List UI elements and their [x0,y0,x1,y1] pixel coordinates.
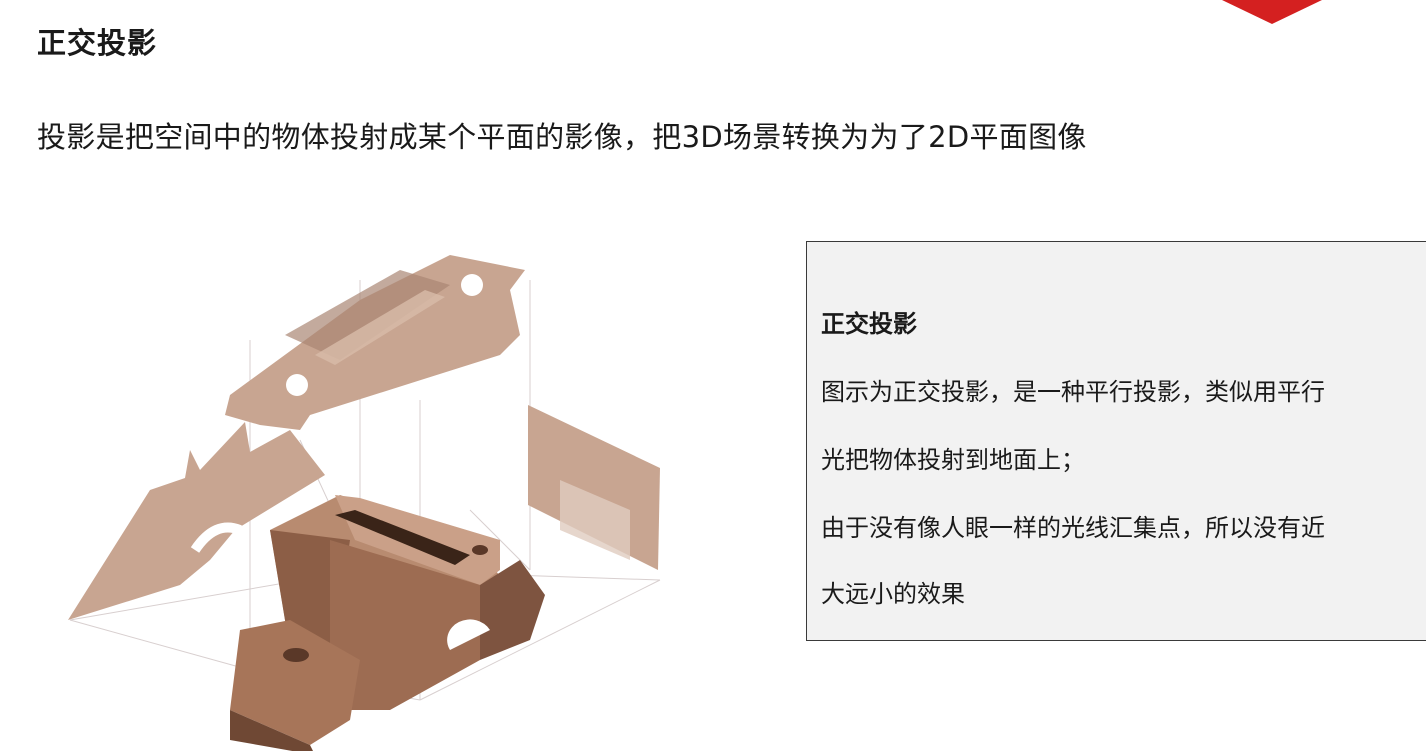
slide-title: 正交投影 [37,26,158,60]
3d-machine-part [230,495,545,751]
description-line: 图示为正交投影，是一种平行投影，类似用平行 [821,378,1325,406]
top-view-projection [225,255,525,430]
description-title: 正交投影 [821,310,917,338]
description-line: 大远小的效果 [821,580,965,608]
side-view-projection-right [528,405,660,570]
slide-subtitle: 投影是把空间中的物体投射成某个平面的影像，把3D场景转换为为了2D平面图像 [37,120,1087,154]
corner-accent-shape [1222,0,1322,24]
description-line: 光把物体投射到地面上； [821,446,1085,474]
side-view-projection-left [68,422,325,620]
description-box: 正交投影 图示为正交投影，是一种平行投影，类似用平行 光把物体投射到地面上； 由… [806,241,1426,641]
description-line: 由于没有像人眼一样的光线汇集点，所以没有近 [821,514,1325,542]
orthographic-projection-illustration [68,255,661,751]
